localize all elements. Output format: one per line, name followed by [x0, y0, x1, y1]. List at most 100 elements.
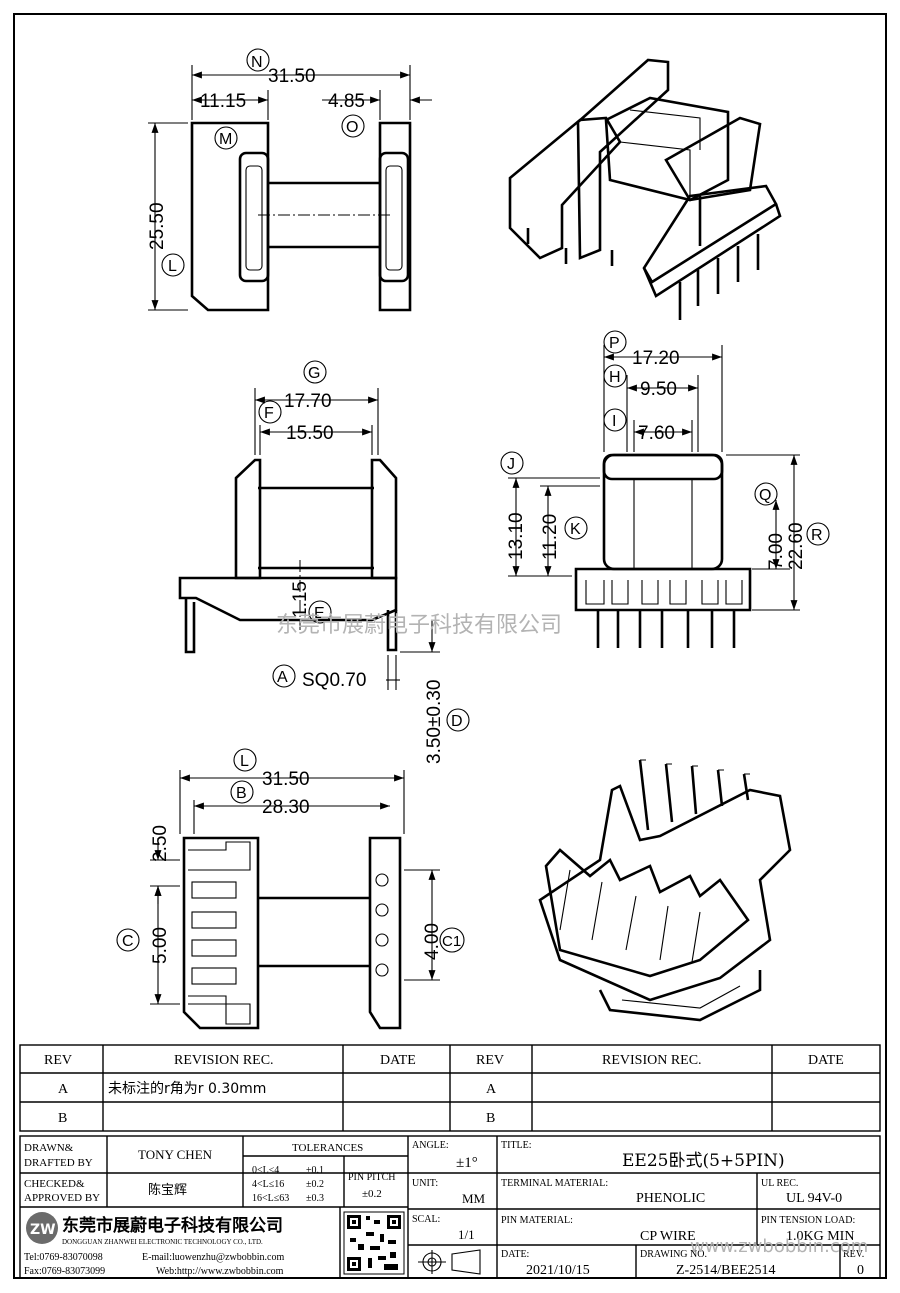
dim-n: 31.50 [268, 66, 316, 87]
dim-l-top: 25.50 [147, 202, 168, 250]
dim-d: 3.50±0.30 [424, 680, 445, 764]
pin-material-value: CP WIRE [640, 1229, 696, 1244]
dim-h: 9.50 [640, 379, 677, 400]
drawing-no-label: DRAWING NO. [640, 1249, 707, 1260]
dim-r: 22.60 [786, 522, 807, 570]
callout-b: B [236, 785, 247, 802]
title-label: TITLE: [501, 1140, 532, 1151]
rev-value: 0 [857, 1263, 864, 1278]
pin-pitch-label: PIN PITCH [348, 1172, 396, 1183]
ul-value: UL 94V-0 [786, 1191, 842, 1206]
iso-view-top [508, 58, 782, 320]
dim-c-top: 2.50 [150, 825, 171, 862]
callout-p: P [609, 335, 620, 352]
watermark-company: 东莞市展蔚电子科技有限公司 [276, 613, 562, 638]
callout-n: N [251, 54, 263, 71]
pin-pitch-value: ±0.2 [362, 1188, 382, 1200]
tol-2-range: 16<L≤63 [252, 1193, 289, 1204]
dim-q: 7.00 [766, 533, 787, 570]
terminal-label: TERMINAL MATERIAL: [501, 1178, 608, 1189]
callout-o: O [346, 119, 358, 136]
angle-value: ±1° [456, 1155, 478, 1171]
rev-header-2: DATE [380, 1053, 416, 1068]
callout-c1: C1 [442, 933, 461, 950]
dim-k: 11.20 [540, 514, 561, 560]
dim-j: 13.10 [506, 512, 527, 560]
dim-m: 11.15 [200, 91, 246, 112]
rev-row-a-rev: A [58, 1082, 69, 1097]
email: E-mail:luowenzhu@zwbobbin.com [142, 1252, 284, 1263]
logo-text: ZW [30, 1222, 56, 1238]
callout-g: G [308, 365, 320, 382]
tol-0-value: ±0.1 [306, 1165, 324, 1176]
callout-e: E [314, 605, 325, 622]
callout-a: A [277, 669, 288, 686]
rev-row-b-rev: B [58, 1111, 67, 1126]
dim-o: 4.85 [328, 91, 365, 112]
company-en: DONGGUAN ZHANWEI ELECTRONIC TECHNOLOGY C… [62, 1238, 263, 1246]
site-watermark: www.zwbobbin.com [690, 1236, 868, 1257]
iso-view-bottom [538, 759, 792, 1022]
unit-label: UNIT: [412, 1178, 438, 1189]
side-view: 17.70 15.50 1.15 SQ0.70 3.50±0.30 G F E … [178, 360, 470, 764]
rev-header-0: REV [44, 1053, 72, 1068]
date-label: DATE: [501, 1249, 529, 1260]
pin-tension-label: PIN TENSION LOAD: [761, 1215, 855, 1226]
front-view: 17.20 9.50 7.60 13.10 11.20 7.00 22.60 P… [500, 330, 830, 648]
tol-0-range: 0<L≤4 [252, 1165, 279, 1176]
drawing-no-value: Z-2514/BEE2514 [676, 1263, 776, 1278]
dim-b: 28.30 [262, 797, 310, 818]
dim-e: 1.15 [290, 581, 311, 618]
scale-value: 1/1 [458, 1227, 475, 1242]
title-block: DRAWN& DRAFTED BY TONY CHEN CHECKED& APP… [19, 1135, 881, 1279]
dim-g: 17.70 [284, 391, 332, 412]
pin-material-label: PIN MATERIAL: [501, 1215, 573, 1226]
callout-l-bottom: L [240, 753, 249, 770]
rev-row-a-rev-2: A [486, 1082, 497, 1097]
checked-value: 陈宝辉 [148, 1182, 187, 1198]
dim-c: 5.00 [150, 927, 171, 964]
top-view: 31.50 11.15 4.85 25.50 N M O L [147, 48, 432, 312]
company-logo: ZW [26, 1212, 58, 1244]
angle-label: ANGLE: [412, 1140, 449, 1151]
dim-l-bottom: 31.50 [262, 769, 310, 790]
dim-f: 15.50 [286, 423, 334, 444]
drawn-value: TONY CHEN [138, 1147, 213, 1162]
dim-i: 7.60 [638, 423, 675, 444]
dim-c1: 4.00 [422, 923, 443, 960]
tel: Tel:0769-83070098 [24, 1252, 103, 1263]
date-value: 2021/10/15 [526, 1263, 590, 1278]
drafted-label: DRAFTED BY [24, 1157, 93, 1169]
callout-m: M [219, 131, 232, 148]
callout-l-top: L [168, 258, 177, 275]
revision-table: REV REVISION REC. DATE REV REVISION REC.… [19, 1044, 881, 1132]
approved-label: APPROVED BY [24, 1192, 100, 1204]
rev-header-3: REV [476, 1053, 504, 1068]
drawn-label: DRAWN& [24, 1142, 74, 1154]
callout-j: J [507, 456, 515, 473]
callout-i: I [612, 413, 616, 430]
terminal-value: PHENOLIC [636, 1191, 705, 1206]
rev-row-a-note: 未标注的r角为r 0.30mm [108, 1081, 266, 1097]
rev-header-5: DATE [808, 1053, 844, 1068]
scale-label: SCAL: [412, 1214, 440, 1225]
rev-label: REV. [843, 1249, 864, 1260]
title-value: EE25卧式(5+5PIN) [622, 1151, 785, 1171]
callout-k: K [570, 521, 581, 538]
tolerances-label: TOLERANCES [292, 1142, 363, 1154]
callout-q: Q [759, 487, 771, 504]
unit-value: MM [462, 1191, 486, 1206]
tol-2-value: ±0.3 [306, 1193, 324, 1204]
web: Web:http://www.zwbobbin.com [156, 1266, 284, 1277]
pin-tension-value: 1.0KG MIN [786, 1229, 854, 1244]
tol-1-value: ±0.2 [306, 1179, 324, 1190]
dim-a: SQ0.70 [302, 670, 366, 691]
bottom-view: 31.50 28.30 2.50 5.00 4.00 L B C C1 [116, 748, 465, 1030]
ul-label: UL REC. [761, 1178, 798, 1189]
dim-p: 17.20 [632, 348, 680, 369]
fax: Fax:0769-83073099 [24, 1266, 105, 1277]
tol-1-range: 4<L≤16 [252, 1179, 284, 1190]
company-cn: 东莞市展蔚电子科技有限公司 [62, 1215, 283, 1236]
checked-label: CHECKED& [24, 1178, 85, 1190]
